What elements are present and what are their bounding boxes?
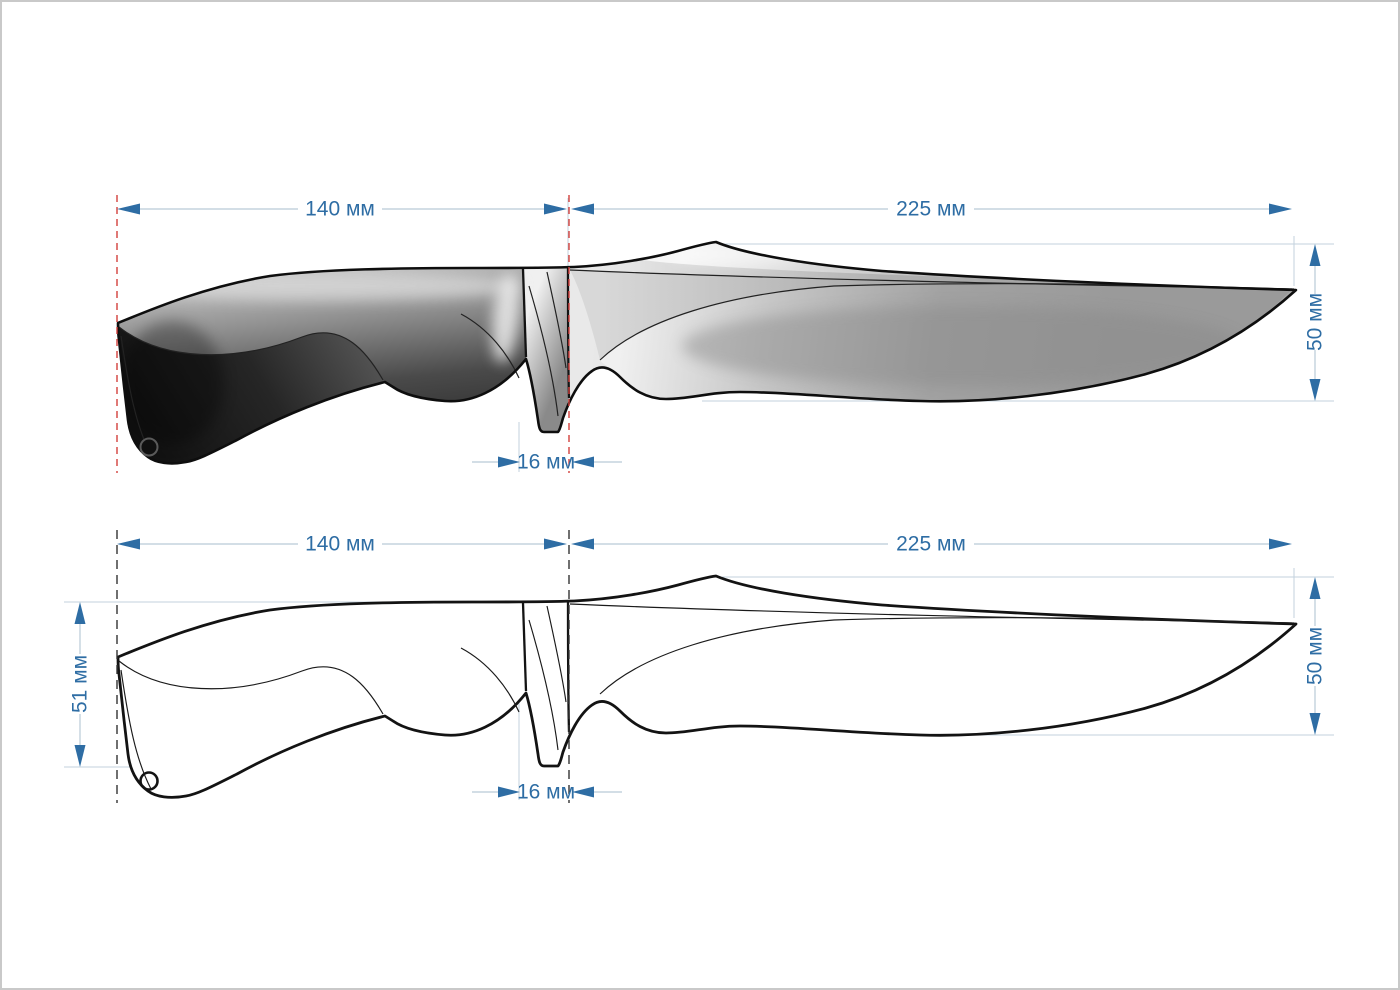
- handle-scale-line: [118, 660, 384, 715]
- dim-arrow-up-icon: [1309, 577, 1321, 599]
- dim-arrow-left-icon: [571, 203, 594, 215]
- dim-label-guard-width-bottom: 16 мм: [517, 781, 575, 804]
- handle-scale-line: [118, 326, 384, 381]
- dim-arrow-left-icon: [117, 203, 140, 215]
- butt-shade: [120, 321, 224, 445]
- swell-highlight: [492, 273, 520, 363]
- blade-grind-band: [570, 270, 1294, 360]
- dim-label-handle-length-top: 140 мм: [305, 198, 375, 221]
- guard-contour-2: [546, 271, 567, 369]
- dim-arrow-left-icon: [117, 538, 140, 550]
- guard-contour-2: [546, 605, 567, 703]
- dim-label-blade-length-top: 225 мм: [896, 198, 966, 221]
- dim-arrow-left-icon: [572, 786, 594, 798]
- dim-arrow-right-icon: [544, 203, 567, 215]
- lanyard-hole: [139, 771, 159, 791]
- dim-arrow-left-icon: [571, 538, 594, 550]
- dim-label-handle-length-bottom: 140 мм: [305, 533, 375, 556]
- dim-arrow-down-icon: [1309, 379, 1321, 401]
- grind-line-lower: [599, 617, 1293, 695]
- dim-arrow-right-icon: [498, 456, 520, 468]
- guard-front-edge: [521, 268, 528, 358]
- knife-silhouette: [116, 240, 1298, 465]
- knife-silhouette: [116, 574, 1298, 799]
- dim-arrow-right-icon: [498, 786, 520, 798]
- plunge-line: [566, 267, 571, 399]
- dim-label-blade-length-bottom: 225 мм: [896, 533, 966, 556]
- datum-lines: [116, 195, 570, 803]
- guard-contour-1: [528, 285, 559, 417]
- dim-arrow-down-icon: [74, 745, 86, 767]
- bottom-view-outline-knife: [116, 574, 1298, 799]
- top-view-shaded-knife: [116, 240, 1298, 465]
- top-view-dimensions: 140 мм 225 мм 50 мм 16 мм: [117, 198, 1327, 474]
- bottom-view-dimensions: 140 мм 225 мм 51 мм 50 мм 16 мм: [69, 533, 1327, 804]
- guard-front-edge: [521, 602, 528, 692]
- spine-highlight: [122, 272, 522, 300]
- dim-label-blade-height-top: 50 мм: [1304, 293, 1327, 351]
- dim-label-guard-width-top: 16 мм: [517, 451, 575, 474]
- dim-label-handle-height-bottom: 51 мм: [69, 655, 92, 713]
- bevel-shade: [682, 306, 1242, 386]
- guard-contour-1: [528, 619, 559, 751]
- dim-arrow-right-icon: [1269, 203, 1292, 215]
- dim-arrow-left-icon: [572, 456, 594, 468]
- dim-arrow-up-icon: [1309, 244, 1321, 266]
- dim-arrow-up-icon: [74, 602, 86, 624]
- butt-contour-line: [120, 669, 152, 790]
- dim-arrow-down-icon: [1309, 713, 1321, 735]
- dim-arrow-right-icon: [544, 538, 567, 550]
- dim-arrow-right-icon: [1269, 538, 1292, 550]
- swell-contour-line: [460, 647, 520, 713]
- lanyard-hole: [139, 437, 159, 457]
- dim-label-blade-height-bottom: 50 мм: [1304, 627, 1327, 685]
- grind-line-upper: [569, 603, 1295, 624]
